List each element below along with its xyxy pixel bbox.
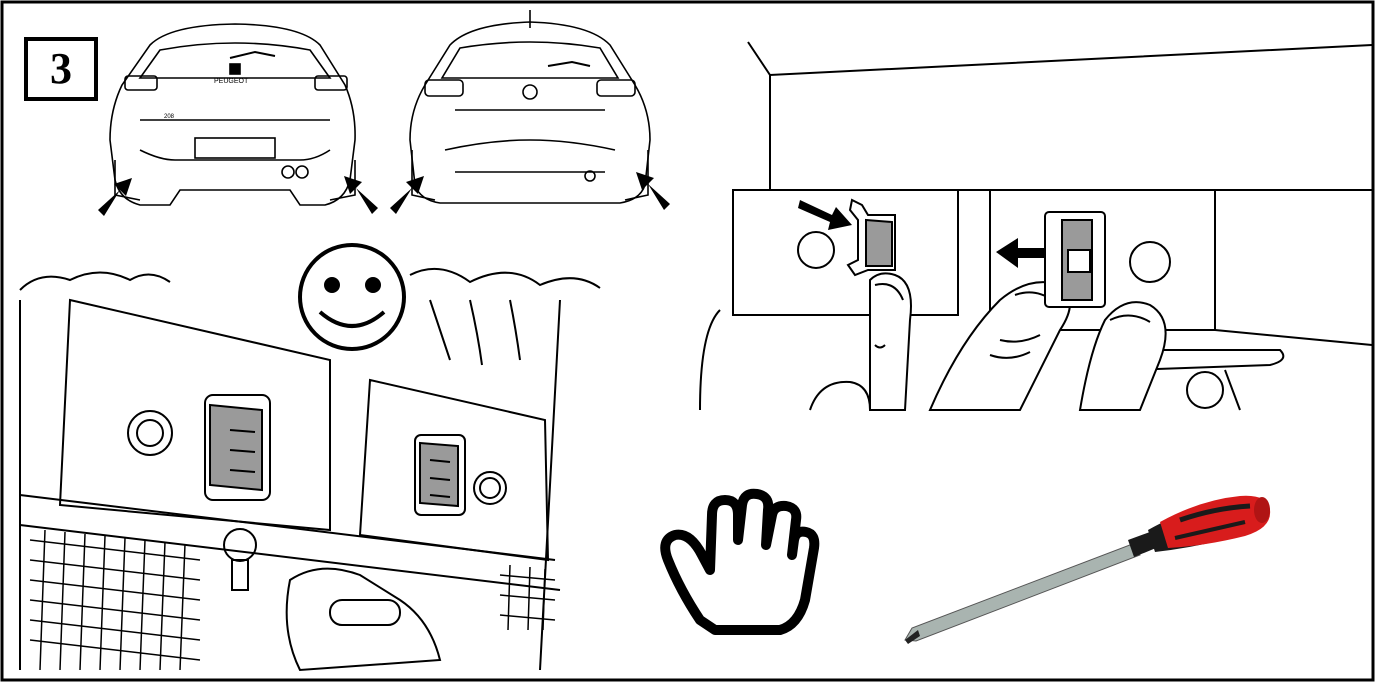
car-rear-view-peugeot: PEUGEOT 208 xyxy=(110,24,355,205)
smiley-face-icon xyxy=(300,245,404,349)
push-arrow-icon xyxy=(98,176,378,216)
model-badge: 208 xyxy=(164,114,175,120)
clip-pressed xyxy=(1045,212,1105,307)
push-arrow-icon xyxy=(390,172,670,214)
clip-right xyxy=(415,435,465,515)
flat-screwdriver-tool xyxy=(905,496,1270,644)
push-arrow-icon xyxy=(798,200,1044,268)
step-number-box: 3 xyxy=(24,37,98,101)
clip-being-released xyxy=(848,200,895,275)
car-rear-view-opel xyxy=(410,10,650,203)
hand-icon xyxy=(665,494,814,630)
step-number: 3 xyxy=(50,47,72,91)
clip-left xyxy=(205,395,270,500)
peugeot-badge: PEUGEOT xyxy=(214,78,249,85)
clip-removal-view xyxy=(700,42,1372,410)
